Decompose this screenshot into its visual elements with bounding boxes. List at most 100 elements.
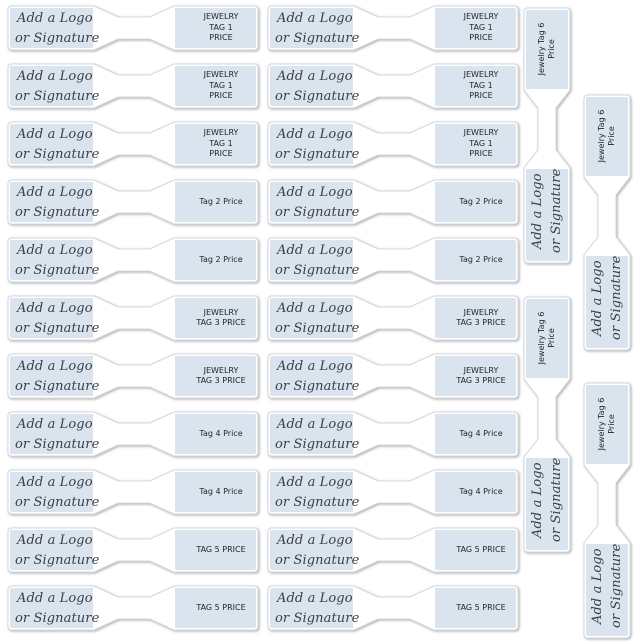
- signature-line-2: or Signature: [609, 255, 624, 340]
- price-label: Tag 4 Price: [459, 428, 503, 438]
- signature-line-1: Add a Logo: [277, 243, 353, 258]
- jewelry-tag: Add a Logo or Signature Tag 4 Price: [7, 411, 259, 457]
- jewelry-tag: Add a Logo or Signature JEWELRY TAG 1 PRIC…: [7, 63, 259, 109]
- signature-line-2: or Signature: [275, 611, 360, 626]
- signature-line-1: Add a Logo: [277, 417, 353, 432]
- signature-line-1: Add a Logo: [277, 301, 353, 316]
- tag-shape: [523, 7, 571, 264]
- signature-line-1: Add a Logo: [277, 359, 353, 374]
- signature-line-1: Add a Logo: [277, 127, 353, 142]
- signature-line-2: or Signature: [15, 89, 100, 104]
- signature-line-1: Add a Logo: [277, 185, 353, 200]
- signature-line-1: Add a Logo: [530, 173, 545, 249]
- tag-shape: [267, 527, 519, 573]
- jewelry-tag: Add a Logo or Signature JEWELRY TAG 1 PRIC…: [7, 5, 259, 51]
- tag-shape: [7, 179, 259, 225]
- signature-line-1: Add a Logo: [277, 11, 353, 26]
- tag-shape: [267, 353, 519, 399]
- price-label: JEWELRY TAG 1 PRICE: [463, 128, 499, 159]
- jewelry-tag: Add a Logo or Signature JEWELRY TAG 1 PRIC…: [267, 121, 519, 167]
- signature-line-2: or Signature: [275, 495, 360, 510]
- price-label: JEWELRY TAG 3 PRICE: [456, 365, 506, 386]
- tag-shape: [267, 5, 519, 51]
- tag-shape: [7, 469, 259, 515]
- signature-line-2: or Signature: [15, 263, 100, 278]
- signature-line-2: or Signature: [275, 263, 360, 278]
- signature-line-2: or Signature: [549, 457, 564, 542]
- tag-shape: [267, 121, 519, 167]
- price-label: JEWELRY TAG 1 PRICE: [203, 128, 239, 159]
- price-label: TAG 5 PRICE: [196, 544, 246, 554]
- signature-line-1: Add a Logo: [590, 260, 605, 336]
- price-label: JEWELRY TAG 1 PRICE: [463, 70, 499, 101]
- tag-shape: [583, 382, 631, 639]
- signature-line-1: Add a Logo: [590, 548, 605, 624]
- price-label: Tag 2 Price: [199, 196, 243, 206]
- price-label: Jewelry Tag 6 Price: [536, 311, 557, 365]
- signature-line-1: Add a Logo: [530, 462, 545, 538]
- signature-line-2: or Signature: [15, 437, 100, 452]
- signature-line-2: or Signature: [275, 379, 360, 394]
- tag-shape: [7, 295, 259, 341]
- signature-line-1: Add a Logo: [17, 533, 93, 548]
- signature-line-1: Add a Logo: [277, 475, 353, 490]
- signature-line-2: or Signature: [275, 321, 360, 336]
- tag-shape: [7, 527, 259, 573]
- jewelry-tag: Add a Logo or Signature Tag 4 Price: [7, 469, 259, 515]
- signature-line-2: or Signature: [549, 168, 564, 253]
- price-label: TAG 5 PRICE: [456, 544, 506, 554]
- signature-line-1: Add a Logo: [17, 11, 93, 26]
- tag-shape: [7, 63, 259, 109]
- signature-line-1: Add a Logo: [277, 69, 353, 84]
- signature-line-1: Add a Logo: [277, 591, 353, 606]
- price-label: JEWELRY TAG 1 PRICE: [203, 12, 239, 43]
- price-label: Tag 4 Price: [199, 428, 243, 438]
- signature-line-1: Add a Logo: [17, 591, 93, 606]
- price-label: JEWELRY TAG 1 PRICE: [463, 12, 499, 43]
- tag-shape: [267, 469, 519, 515]
- signature-line-2: or Signature: [275, 437, 360, 452]
- price-label: Tag 2 Price: [459, 196, 503, 206]
- jewelry-tag: Add a Logo or Signature Tag 4 Price: [267, 411, 519, 457]
- signature-line-1: Add a Logo: [17, 475, 93, 490]
- price-label: Jewelry Tag 6 Price: [596, 397, 617, 451]
- signature-line-2: or Signature: [15, 321, 100, 336]
- price-label: TAG 5 PRICE: [456, 602, 506, 612]
- signature-line-2: or Signature: [275, 31, 360, 46]
- tag-shape: [7, 353, 259, 399]
- price-label: JEWELRY TAG 3 PRICE: [196, 307, 246, 328]
- price-label: Tag 4 Price: [199, 486, 243, 496]
- signature-line-1: Add a Logo: [17, 69, 93, 84]
- tag-shape: [7, 5, 259, 51]
- signature-line-1: Add a Logo: [17, 185, 93, 200]
- signature-line-2: or Signature: [15, 147, 100, 162]
- signature-line-2: or Signature: [275, 147, 360, 162]
- price-label: JEWELRY TAG 1 PRICE: [203, 70, 239, 101]
- tag-shape: [7, 237, 259, 283]
- signature-block: Add a Logo or Signature: [586, 256, 628, 344]
- price-label: Jewelry Tag 6 Price: [596, 109, 617, 163]
- signature-line-1: Add a Logo: [17, 359, 93, 374]
- tag-shape: [7, 411, 259, 457]
- signature-line-2: or Signature: [15, 553, 100, 568]
- tag-shape: [267, 295, 519, 341]
- signature-line-1: Add a Logo: [17, 417, 93, 432]
- signature-line-2: or Signature: [15, 611, 100, 626]
- jewelry-tag: Add a Logo or Signature TAG 5 PRICE: [7, 527, 259, 573]
- signature-line-2: or Signature: [15, 495, 100, 510]
- signature-block: Add a Logo or Signature: [526, 169, 568, 257]
- price-label: JEWELRY TAG 3 PRICE: [196, 365, 246, 386]
- signature-line-2: or Signature: [15, 31, 100, 46]
- tag-shape: [267, 411, 519, 457]
